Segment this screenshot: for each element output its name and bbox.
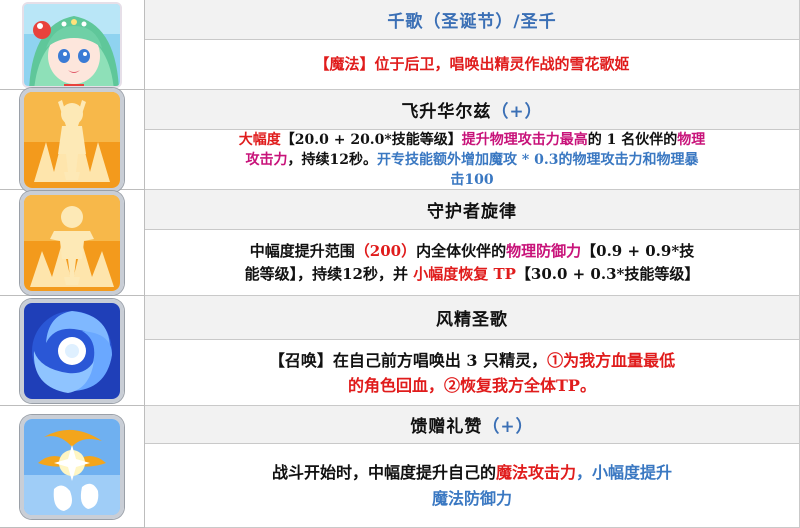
skill-icon-cell-3 [0,296,145,406]
ascend-figure-icon [24,91,120,188]
character-avatar-cell [0,0,145,90]
skill-name-4: 馈赠礼赞 [410,417,483,437]
skill-name-header-1: 飞升华尔兹（+） [145,90,800,130]
skill-description-2: 中幅度提升范围（200）内全体伙伴的物理防御力【0.9 + 0.9*技 能等级】… [145,230,800,296]
skill-icon-cell-1 [0,87,145,192]
character-role: 【魔法】位于后卫，唱唤出精灵作战的雪花歌姬 [314,55,630,73]
guardian-figure-icon [24,194,120,291]
character-name: 千歌（圣诞节）/圣千 [387,12,557,32]
character-role-cell: 【魔法】位于后卫，唱唤出精灵作战的雪花歌姬 [145,40,800,90]
skill-name-2: 守护者旋律 [427,202,517,222]
skill-icon-frame-1 [20,87,124,192]
skill-icon-frame-2 [20,190,124,295]
skill-plus-marker-1: （+） [491,102,543,122]
skill-icon-cell-2 [0,190,145,296]
character-avatar [22,1,122,88]
skill-description-1: 大幅度【20.0 + 20.0*技能等级】提升物理攻击力最高的 1 名伙伴的物理… [145,130,800,190]
skill-description-3: 【召唤】在自己前方唱唤出 3 只精灵，①为我方血量最低 的角色回血，②恢复我方全… [145,340,800,406]
avatar-portrait-icon [24,3,120,86]
skill-name-header-2: 守护者旋律 [145,190,800,230]
skill-name-1: 飞升华尔兹 [401,102,492,122]
skill-name-header-3: 风精圣歌 [145,296,800,340]
skill-icon-frame-4 [20,414,124,519]
character-name-header: 千歌（圣诞节）/圣千 [145,0,800,40]
skill-plus-marker-4: （+） [482,417,534,437]
skill-icon-frame-3 [20,298,124,403]
wind-vortex-icon [24,302,120,399]
skill-icon-cell-4 [0,406,145,528]
skill-description-4: 战斗开始时，中幅度提升自己的魔法攻击力，小幅度提升 魔法防御力 [145,444,800,528]
skill-name-3: 风精圣歌 [436,310,508,330]
gift-star-icon [24,418,120,515]
skill-name-header-4: 馈赠礼赞（+） [145,406,800,444]
